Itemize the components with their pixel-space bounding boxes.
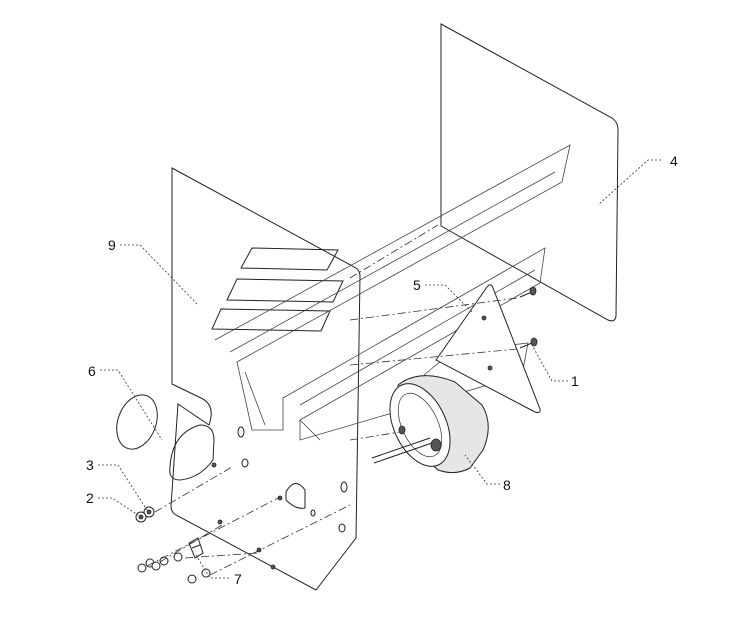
callout-2: 2 <box>86 490 94 506</box>
triangle-reflector-part-5 <box>435 284 541 414</box>
lens-disc-part-6 <box>116 394 158 450</box>
callout-1: 1 <box>571 373 579 389</box>
callout-8: 8 <box>503 477 511 493</box>
callout-4: 4 <box>670 153 678 169</box>
panel-sheet-part-4 <box>440 23 619 322</box>
callout-5: 5 <box>413 277 421 293</box>
mounting-plate-part-9 <box>169 167 361 591</box>
callout-6: 6 <box>88 363 96 379</box>
callout-7: 7 <box>234 571 242 587</box>
callout-9: 9 <box>108 237 116 253</box>
assembly-axes <box>146 224 518 576</box>
leader-lines <box>98 159 661 579</box>
callout-3: 3 <box>86 457 94 473</box>
screws-part-1 <box>519 286 538 349</box>
round-lamp-part-8 <box>371 375 489 474</box>
callout-labels: 1 2 3 4 5 6 7 8 9 <box>86 153 678 587</box>
